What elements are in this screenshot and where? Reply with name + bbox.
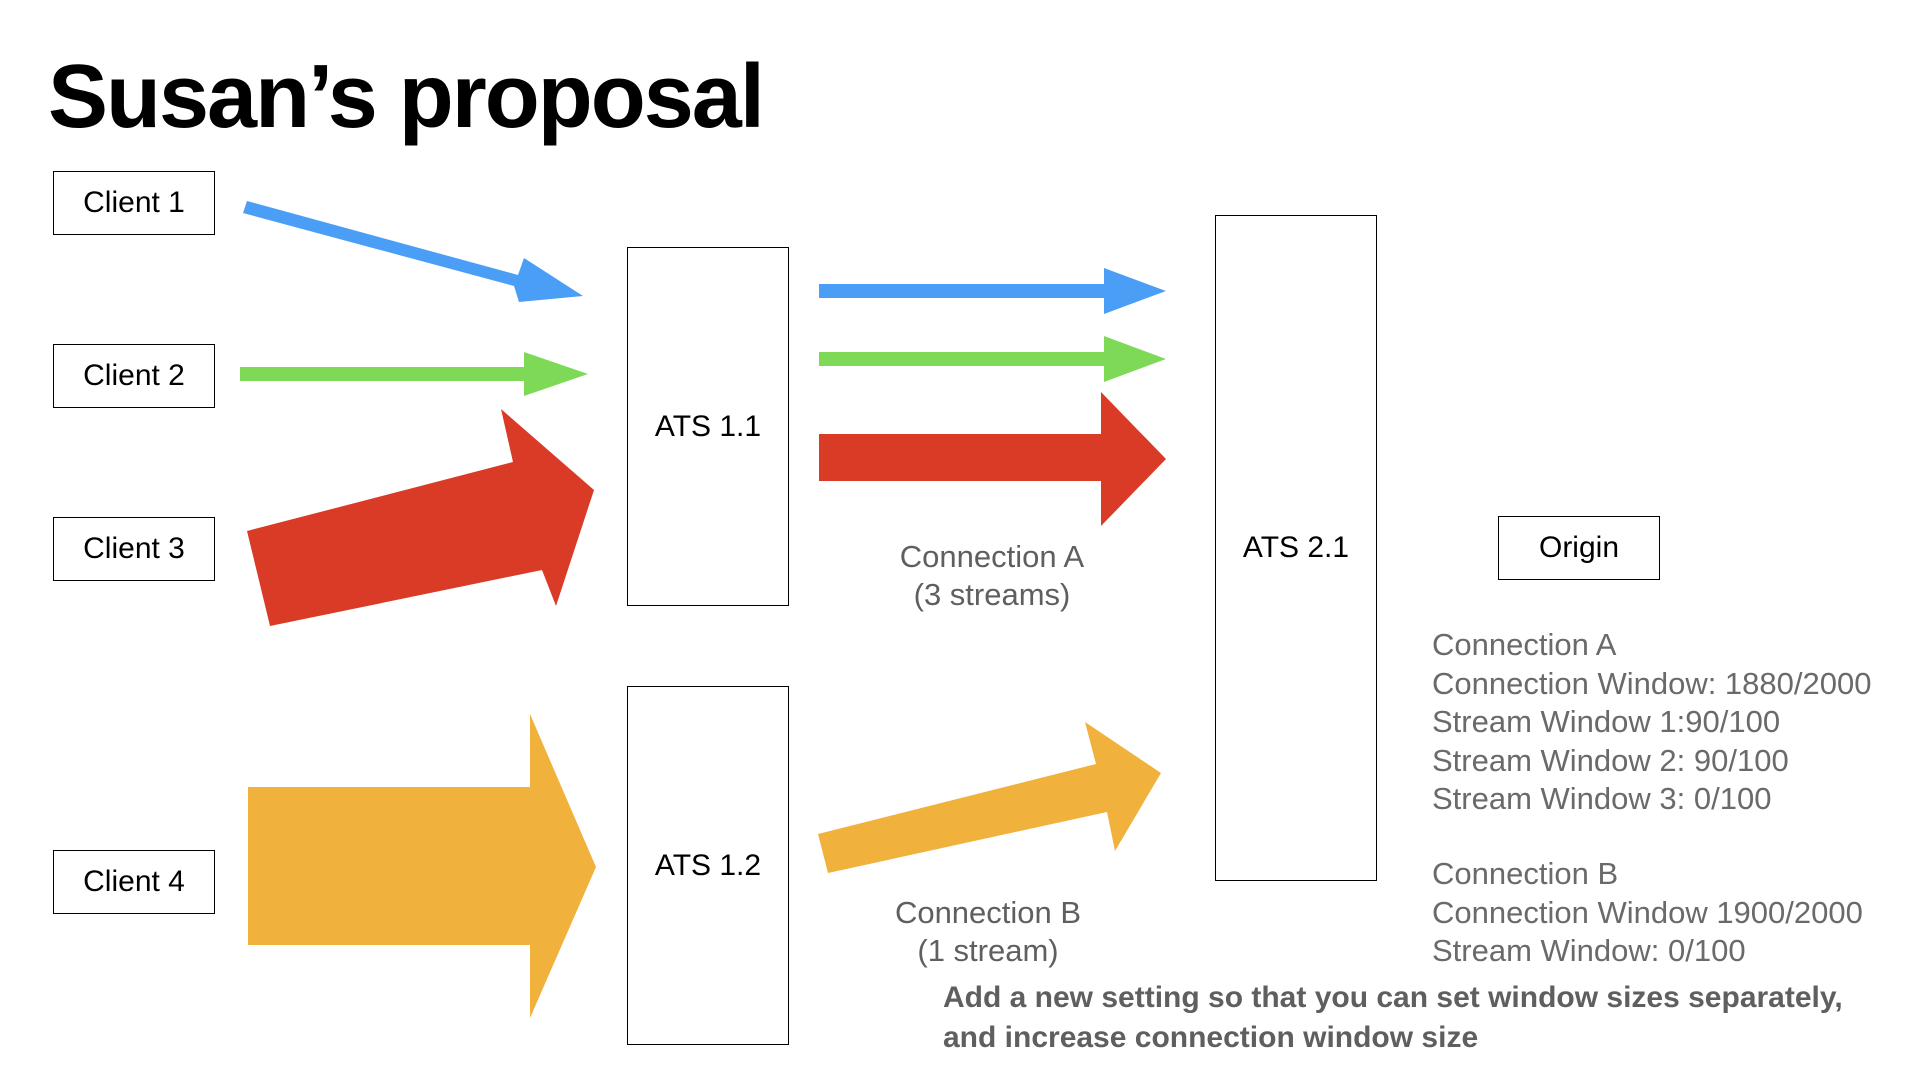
status-line: Connection Window: 1880/2000 <box>1432 665 1872 701</box>
ats-2-1-label: ATS 2.1 <box>1242 531 1350 564</box>
connection-a-streams: (3 streams) <box>913 577 1071 612</box>
client4-arrow <box>248 714 596 1018</box>
stream1-arrow <box>819 268 1166 314</box>
client2-arrow <box>240 352 588 396</box>
client-4-box: Client 4 <box>53 850 215 914</box>
client-1-label: Client 1 <box>83 186 185 219</box>
status-line: Stream Window 1:90/100 <box>1432 704 1781 739</box>
connection-b-label: Connection B (1 stream) <box>860 894 1116 970</box>
status-line: Stream Window 2: 90/100 <box>1432 742 1789 778</box>
slide-title: Susan’s proposal <box>48 47 765 147</box>
ats-1-2-label: ATS 1.2 <box>654 848 762 882</box>
proposal-note-line-1: Add a new setting so that you can set wi… <box>943 981 1843 1014</box>
connection-a-label: Connection A (3 streams) <box>864 538 1120 614</box>
stream3-arrow <box>819 392 1166 526</box>
connection-a-status: Connection A Connection Window: 1880/200… <box>1432 626 1871 819</box>
ats-1-1-box: ATS 1.1 <box>627 247 789 606</box>
status-line: Stream Window 3: 0/100 <box>1432 781 1772 816</box>
connection-b-title: Connection B <box>894 895 1082 930</box>
status-line: Connection Window 1900/2000 <box>1432 894 1863 930</box>
client1-arrow <box>243 201 583 302</box>
stream4-arrow <box>818 722 1161 873</box>
origin-label: Origin <box>1538 531 1620 564</box>
client-2-label: Client 2 <box>83 359 185 392</box>
client-3-box: Client 3 <box>53 517 215 581</box>
connection-b-status: Connection B Connection Window 1900/2000… <box>1432 855 1863 971</box>
client-2-box: Client 2 <box>53 344 215 408</box>
ats-1-1-label: ATS 1.1 <box>654 409 762 443</box>
status-line: Connection A <box>1432 627 1617 662</box>
client3-arrow <box>247 409 594 626</box>
proposal-note-line-2: and increase connection window size <box>943 1021 1479 1054</box>
proposal-note: Add a new setting so that you can set wi… <box>943 978 1843 1058</box>
ats-2-1-box: ATS 2.1 <box>1215 215 1377 881</box>
connection-b-streams: (1 stream) <box>917 933 1059 968</box>
stream2-arrow <box>819 336 1166 382</box>
origin-box: Origin <box>1498 516 1660 580</box>
client-1-box: Client 1 <box>53 171 215 235</box>
client-4-label: Client 4 <box>83 865 185 898</box>
ats-1-2-box: ATS 1.2 <box>627 686 789 1045</box>
status-line: Connection B <box>1432 856 1619 891</box>
connection-a-title: Connection A <box>899 539 1085 574</box>
status-line: Stream Window: 0/100 <box>1432 933 1746 968</box>
client-3-label: Client 3 <box>83 532 185 565</box>
